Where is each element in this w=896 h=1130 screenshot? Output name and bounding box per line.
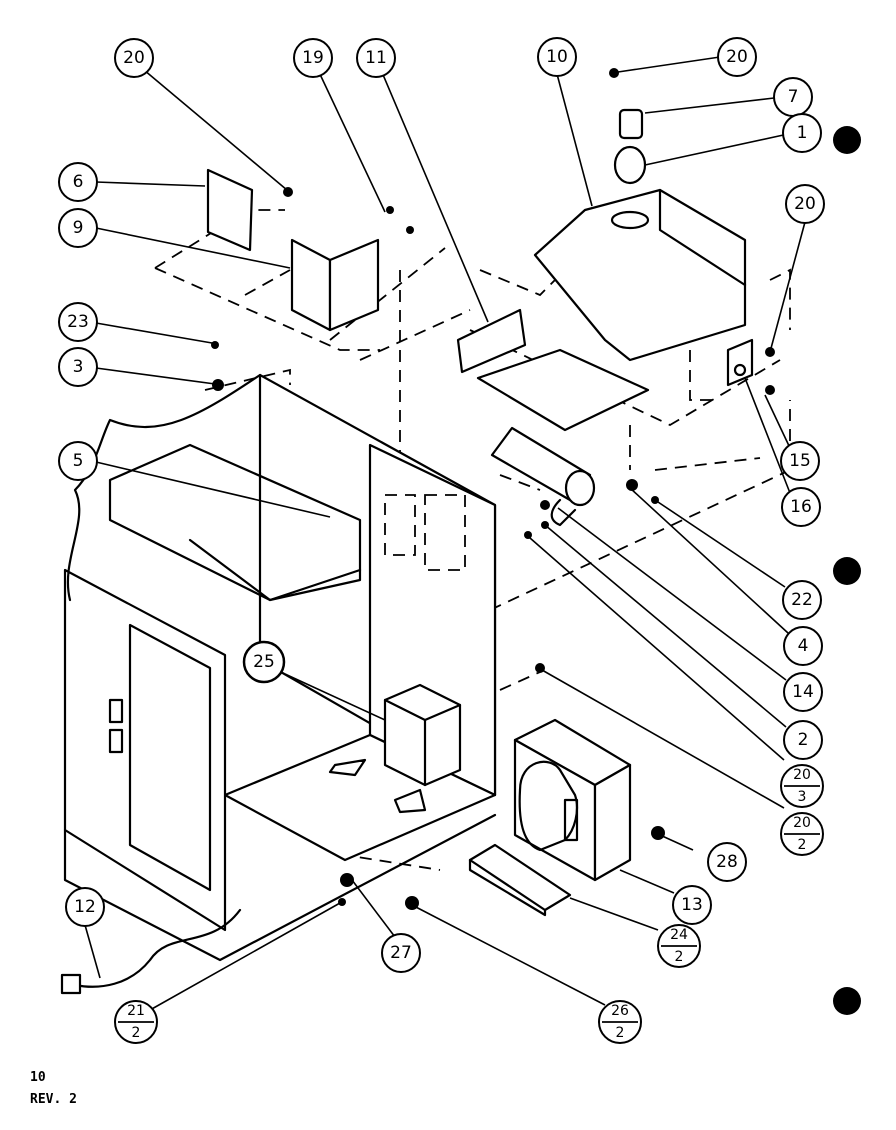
callout-9: 9 [58, 208, 98, 248]
callout-28: 28 [707, 842, 747, 882]
callout-6: 6 [58, 162, 98, 202]
svg-text:20: 20 [726, 47, 748, 67]
callout-27: 27 [381, 933, 421, 973]
svg-text:20: 20 [793, 815, 811, 831]
svg-text:2: 2 [132, 1025, 141, 1041]
registration-mark [833, 557, 861, 585]
svg-text:26: 26 [611, 1003, 629, 1019]
registration-mark [833, 126, 861, 154]
callout-20-top-left: 20 [114, 38, 154, 78]
lamp-bulb-1 [613, 108, 647, 185]
capacitor-4 [490, 426, 596, 527]
callout-3: 3 [58, 347, 98, 387]
svg-text:28: 28 [716, 852, 738, 872]
svg-text:23: 23 [67, 312, 89, 332]
callout-25: 25 [242, 640, 286, 684]
svg-text:20: 20 [793, 767, 811, 783]
callout-12: 12 [65, 887, 105, 927]
registration-mark [833, 987, 861, 1015]
svg-text:20: 20 [794, 194, 816, 214]
svg-text:2: 2 [798, 837, 807, 853]
svg-text:22: 22 [791, 590, 813, 610]
power-cord [60, 908, 242, 995]
svg-text:27: 27 [390, 943, 412, 963]
callout-14: 14 [783, 672, 823, 712]
callout-16: 16 [781, 487, 821, 527]
leader-lines [84, 56, 806, 1011]
svg-text:9: 9 [73, 218, 84, 238]
callout-2: 2 [783, 720, 823, 760]
panel-9 [290, 238, 380, 332]
callout-20-over-2: 20 2 [780, 812, 824, 856]
svg-text:6: 6 [73, 172, 84, 192]
callout-5: 5 [58, 441, 98, 481]
callout-11: 11 [356, 38, 396, 78]
callout-4: 4 [783, 626, 823, 666]
callout-15: 15 [780, 441, 820, 481]
callout-20-top-right: 20 [717, 37, 757, 77]
callout-23: 23 [58, 302, 98, 342]
svg-text:20: 20 [123, 48, 145, 68]
callout-13: 13 [672, 885, 712, 925]
partition-11 [456, 308, 650, 432]
svg-text:2: 2 [798, 730, 809, 750]
callout-26-over-2: 26 2 [598, 1000, 642, 1044]
svg-text:4: 4 [798, 636, 809, 656]
svg-text:14: 14 [792, 682, 814, 702]
callout-20-over-3: 20 3 [780, 764, 824, 808]
bracket-24 [468, 843, 572, 917]
callout-22: 22 [782, 580, 822, 620]
page-number: 10 [30, 1070, 46, 1085]
svg-text:10: 10 [546, 47, 568, 67]
svg-text:13: 13 [681, 895, 703, 915]
svg-text:2: 2 [675, 949, 684, 965]
callout-19: 19 [293, 38, 333, 78]
panel-6 [206, 168, 254, 252]
terminal-block-16 [726, 338, 754, 387]
svg-text:3: 3 [798, 789, 807, 805]
callout-24-over-2: 24 2 [657, 924, 701, 968]
svg-text:12: 12 [74, 897, 96, 917]
svg-text:24: 24 [670, 927, 688, 943]
svg-text:5: 5 [73, 451, 84, 471]
cover-10 [533, 188, 747, 362]
callout-7: 7 [773, 77, 813, 117]
svg-text:7: 7 [788, 87, 799, 107]
transformer-13 [513, 718, 632, 882]
callout-1: 1 [782, 113, 822, 153]
revision-label: REV. 2 [30, 1092, 77, 1107]
svg-text:25: 25 [253, 652, 275, 672]
svg-text:21: 21 [127, 1003, 145, 1019]
svg-text:3: 3 [73, 357, 84, 377]
svg-text:16: 16 [790, 497, 812, 517]
hardware-screws [211, 68, 775, 910]
svg-text:11: 11 [365, 48, 387, 68]
svg-text:2: 2 [616, 1025, 625, 1041]
callout-20-right: 20 [785, 184, 825, 224]
svg-text:19: 19 [302, 48, 324, 68]
svg-text:1: 1 [797, 123, 808, 143]
callout-10: 10 [537, 37, 577, 77]
svg-text:15: 15 [789, 451, 811, 471]
callout-21-over-2: 21 2 [114, 1000, 158, 1044]
